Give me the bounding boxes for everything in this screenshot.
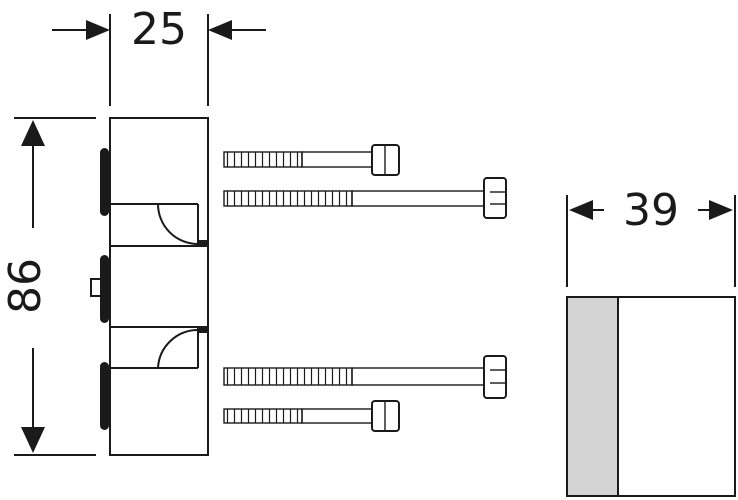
body-outline: [109, 117, 209, 456]
screw-thread: [223, 151, 303, 168]
body-side-view: [90, 117, 209, 456]
screw-shank: [351, 367, 485, 386]
cover-shaded-section: [566, 296, 619, 497]
lug: [198, 240, 207, 246]
lug: [198, 327, 207, 333]
knob: [90, 278, 102, 297]
dimension-label-cover-depth: 39: [623, 185, 679, 236]
dimension-depth: 25: [52, 4, 266, 106]
valve-arc-lower: [157, 328, 199, 369]
screw-short-lower: [223, 400, 400, 432]
screw-long-lower: [223, 355, 507, 399]
arrow-right-icon: [709, 200, 733, 220]
arrow-right-icon: [86, 20, 110, 40]
screw-thread: [223, 190, 353, 207]
screw-short-upper: [223, 144, 400, 176]
screw-thread: [223, 408, 303, 424]
cover-side-view: [566, 296, 736, 497]
side-cap-lower: [100, 362, 109, 430]
arrow-down-icon: [21, 427, 45, 453]
side-cap-middle: [100, 255, 109, 323]
arrow-left-icon: [208, 20, 232, 40]
screw-long-upper: [223, 177, 507, 219]
screw-thread: [223, 367, 353, 386]
screw-shank: [301, 408, 373, 424]
screw-head: [483, 355, 507, 399]
valve-arc-upper: [157, 203, 199, 245]
screw-shank: [351, 190, 485, 207]
screw-shank: [301, 151, 373, 168]
cover-body: [617, 296, 736, 497]
dimension-label-height: 86: [0, 258, 51, 314]
arrow-left-icon: [569, 200, 593, 220]
arrow-up-icon: [21, 120, 45, 146]
dimension-label-depth: 25: [131, 4, 187, 55]
screw-head: [483, 177, 507, 219]
dimension-height: 86: [0, 117, 96, 456]
dimension-cover-depth: 39: [566, 185, 736, 287]
side-cap-upper: [100, 148, 109, 216]
